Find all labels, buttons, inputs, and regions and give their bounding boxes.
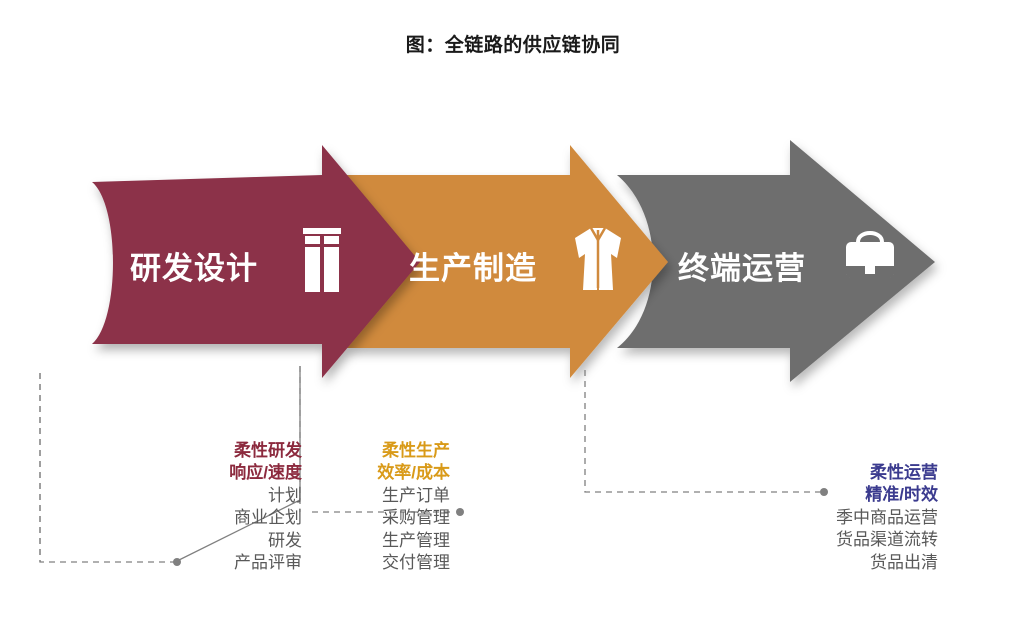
pants-icon [303, 228, 341, 292]
page-title: 图：全链路的供应链协同 [405, 35, 621, 56]
note-block-rd: 柔性研发 响应/速度 计划 商业企划 研发 产品评审 [80, 440, 302, 575]
note-rd-item-2: 研发 [268, 530, 302, 550]
note-prod-item-3: 交付管理 [382, 553, 450, 573]
stage-label-retail: 终端运营 [678, 251, 806, 286]
note-ops-item-0: 季中商品运营 [836, 507, 938, 527]
note-rd-heading-2: 响应/速度 [229, 463, 302, 483]
note-rd-item-3: 产品评审 [234, 553, 302, 573]
connector-dot-prod [456, 508, 464, 516]
note-rd-heading-1: 柔性研发 [234, 441, 302, 460]
note-rd-item-1: 商业企划 [234, 508, 302, 528]
note-block-ops: 柔性运营 精准/时效 季中商品运营 货品渠道流转 货品出清 [720, 462, 938, 574]
note-ops-heading-2: 精准/时效 [865, 485, 938, 505]
arrow-segment-design [92, 145, 420, 378]
stage-label-manufacture: 生产制造 [409, 251, 537, 286]
note-ops-item-2: 货品出清 [870, 552, 938, 572]
note-ops-heading-1: 柔性运营 [870, 463, 938, 482]
handbag-icon [846, 231, 894, 278]
connector-dot-rd [173, 558, 181, 566]
note-prod-item-1: 采购管理 [382, 508, 450, 528]
note-prod-heading-1: 柔性生产 [382, 441, 450, 460]
note-prod-item-2: 生产管理 [382, 530, 450, 550]
note-ops-item-1: 货品渠道流转 [836, 530, 938, 550]
note-block-prod: 柔性生产 效率/成本 生产订单 采购管理 生产管理 交付管理 [300, 440, 450, 575]
arrow-segment-manufacture [343, 145, 668, 378]
arrow-segment-retail [617, 140, 935, 382]
jacket-icon [575, 227, 621, 290]
note-prod-item-0: 生产订单 [382, 485, 450, 505]
note-prod-heading-2: 效率/成本 [377, 463, 450, 483]
stage-label-design: 研发设计 [130, 251, 258, 286]
connector-dot-ops [820, 488, 828, 496]
note-rd-item-0: 计划 [268, 485, 302, 505]
